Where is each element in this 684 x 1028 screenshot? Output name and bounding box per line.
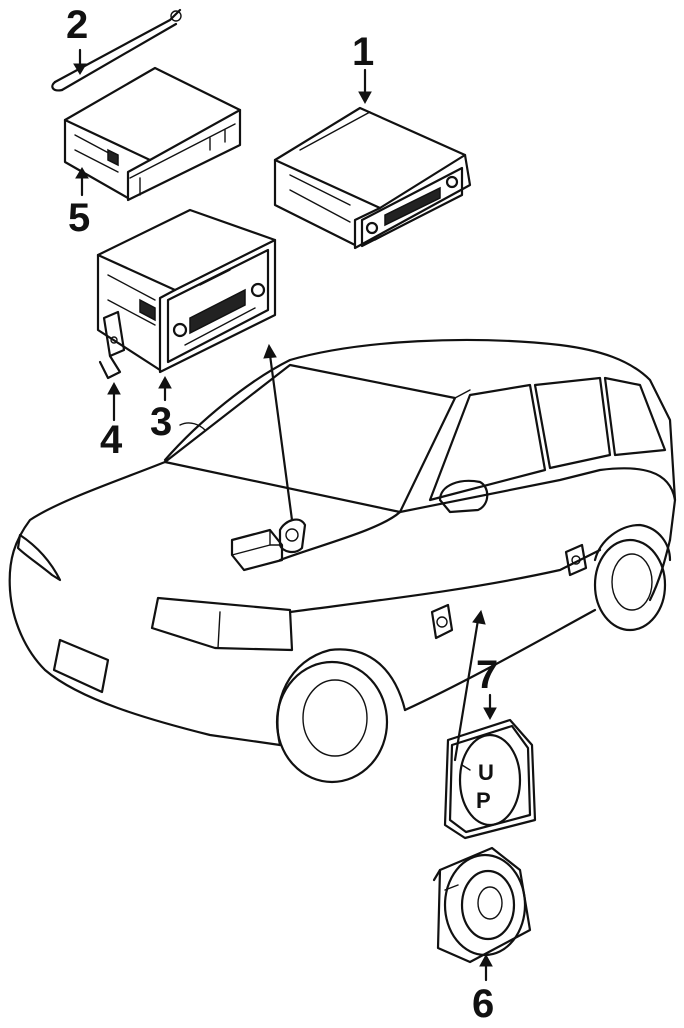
part-5-cd-unit <box>63 66 242 202</box>
callout-2: 2 <box>66 3 89 47</box>
callout-3: 3 <box>150 400 173 444</box>
part-2-mounting-rod <box>51 8 182 92</box>
callout-4: 4 <box>100 418 123 462</box>
callout-7: 7 <box>476 653 499 697</box>
part-7-speaker-frame: U P <box>443 718 537 840</box>
part-6-speaker <box>432 846 532 964</box>
part-1-cassette-radio <box>273 106 472 250</box>
part-3-head-unit <box>96 208 277 374</box>
speaker-mark-u: U <box>478 760 494 785</box>
vehicle-outline <box>8 338 677 784</box>
callout-5: 5 <box>68 196 91 240</box>
callout-1: 1 <box>352 30 375 74</box>
speaker-mark-p: P <box>476 788 491 813</box>
part-4-bracket <box>98 310 126 380</box>
leader-lines <box>73 48 497 982</box>
callout-6: 6 <box>472 982 495 1026</box>
